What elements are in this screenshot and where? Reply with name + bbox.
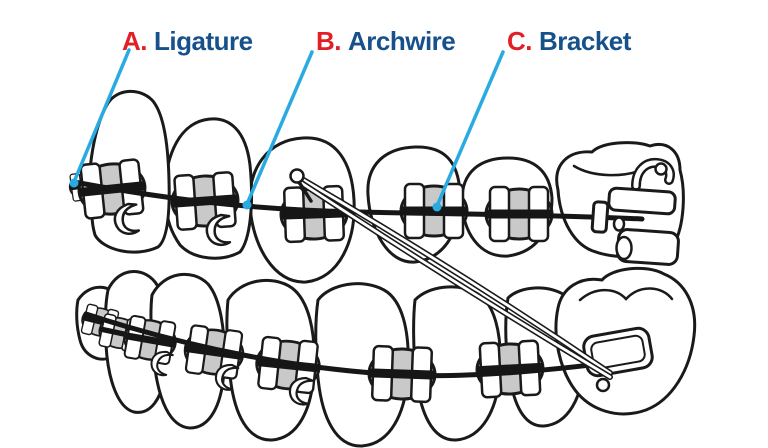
label-ligature: A.Ligature (122, 28, 253, 54)
leader-lines (69, 48, 505, 212)
leader-line-b (245, 50, 314, 206)
hook-stem (297, 180, 313, 203)
leader-dot-b (242, 200, 252, 210)
hook-eyelet (654, 162, 668, 176)
leader-line-c (435, 50, 505, 208)
leader-dot-a (69, 178, 79, 188)
label-archwire-letter: B. (316, 26, 342, 56)
label-archwire: B.Archwire (316, 26, 456, 56)
leader-dot-c (432, 202, 442, 212)
label-ligature-name: Ligature (154, 26, 253, 56)
upper-hook-ball (289, 168, 305, 184)
label-archwire-name: Archwire (348, 26, 456, 56)
elastic-band (289, 168, 613, 393)
upper-molar-tube (590, 157, 680, 266)
leader-line-a (72, 48, 131, 184)
lower-hook-ball (595, 377, 611, 393)
label-bracket-name: Bracket (539, 26, 631, 56)
label-bracket: C.Bracket (507, 28, 631, 54)
lower-archwire (83, 311, 648, 379)
label-ligature-letter: A. (122, 26, 148, 56)
label-bracket-letter: C. (507, 26, 533, 56)
